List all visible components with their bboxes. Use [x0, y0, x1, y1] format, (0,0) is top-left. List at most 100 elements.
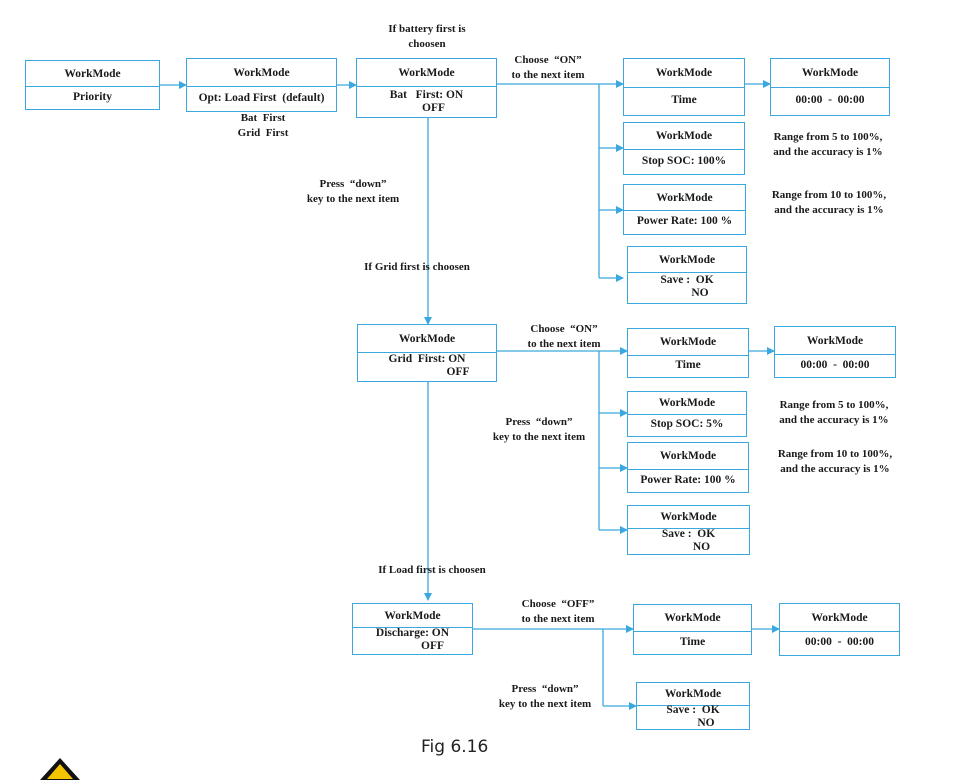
time-box-2: WorkMode Time	[627, 328, 749, 378]
box-line: NO	[691, 287, 709, 299]
label-line: and the accuracy is 1%	[773, 146, 883, 158]
box-line: Time	[671, 94, 697, 106]
box-title: WorkMode	[628, 247, 746, 273]
discharge-box: WorkMode Discharge: ON OFF	[352, 603, 473, 655]
bat-first-box: WorkMode Bat First: ON OFF	[356, 58, 497, 118]
box-title: WorkMode	[358, 325, 496, 353]
box-title: WorkMode	[628, 506, 749, 529]
grid-first-box: WorkMode Grid First: ON OFF	[357, 324, 497, 382]
box-line: Time	[675, 359, 701, 371]
box-line: Opt: Load First (default)	[198, 91, 325, 104]
box-line: Save : OK	[660, 274, 714, 286]
press-down-label-2: Press “down” key to the next item	[482, 415, 596, 445]
label-line: Range from 10 to 100%,	[771, 189, 887, 201]
if-load-label: If Load first is choosen	[366, 563, 498, 578]
label-line: Bat First	[240, 112, 286, 124]
label-line: Choose “OFF”	[521, 598, 595, 610]
label-line: If Load first is choosen	[378, 564, 486, 576]
box-title: WorkMode	[634, 605, 751, 632]
box-line: 00:00 - 00:00	[800, 358, 870, 371]
choose-on-label-2: Choose “ON” to the next item	[516, 322, 612, 352]
if-battery-label: If battery first is choosen	[372, 22, 482, 52]
box-title: WorkMode	[628, 443, 748, 470]
save-box-1: WorkMode Save : OK NO	[627, 246, 747, 304]
label-line: to the next item	[527, 338, 601, 350]
time-range-box-3: WorkMode 00:00 - 00:00	[779, 603, 900, 656]
label-line: key to the next item	[492, 431, 586, 443]
box-line: 00:00 - 00:00	[805, 636, 874, 648]
box-title: WorkMode	[780, 604, 899, 632]
label-line: Press “down”	[505, 416, 573, 428]
figure-caption: Fig 6.16	[421, 737, 489, 757]
box-title: WorkMode	[353, 604, 472, 628]
press-down-label-1: Press “down” key to the next item	[296, 177, 410, 207]
box-line: Discharge: ON	[375, 627, 450, 639]
option-box: WorkMode Opt: Load First (default)	[186, 58, 337, 112]
label-line: key to the next item	[306, 193, 400, 205]
box-line: 00:00 - 00:00	[795, 94, 865, 106]
box-title: WorkMode	[624, 123, 744, 150]
time-box-1: WorkMode Time	[623, 58, 745, 116]
label-line: Choose “ON”	[530, 323, 598, 335]
if-grid-label: If Grid first is choosen	[352, 260, 482, 275]
choose-on-label-1: Choose “ON” to the next item	[502, 53, 594, 83]
box-line: Stop SOC: 5%	[650, 418, 724, 430]
label-line: and the accuracy is 1%	[779, 414, 889, 426]
box-line: Stop SOC: 100%	[641, 154, 727, 167]
box-title: WorkMode	[357, 59, 496, 87]
label-line: key to the next item	[498, 698, 592, 710]
box-line: Power Rate: 100 %	[640, 473, 736, 486]
time-range-box-2: WorkMode 00:00 - 00:00	[774, 326, 896, 378]
label-line: If battery first is	[388, 23, 466, 35]
box-title: WorkMode	[624, 59, 744, 88]
save-box-2: WorkMode Save : OK NO	[627, 505, 750, 555]
range-soc-note-1: Range from 5 to 100%, and the accuracy i…	[760, 130, 896, 160]
time-range-box-1: WorkMode 00:00 - 00:00	[770, 58, 890, 116]
box-title: WorkMode	[624, 185, 745, 211]
box-line: OFF	[422, 101, 445, 114]
label-line: Grid First	[237, 127, 289, 139]
box-title: WorkMode	[775, 327, 895, 355]
press-down-label-3: Press “down” key to the next item	[488, 682, 602, 712]
label-line: to the next item	[521, 613, 595, 625]
box-line: Save : OK	[666, 703, 720, 716]
box-line: OFF	[421, 640, 444, 652]
label-line: If Grid first is choosen	[364, 261, 470, 273]
box-line: Grid First: ON	[388, 353, 466, 365]
power-rate-box-2: WorkMode Power Rate: 100 %	[627, 442, 749, 493]
box-title: WorkMode	[771, 59, 889, 88]
label-line: to the next item	[511, 69, 585, 81]
box-line: Power Rate: 100 %	[636, 215, 733, 227]
label-line: and the accuracy is 1%	[774, 204, 884, 216]
box-title: WorkMode	[628, 392, 746, 415]
range-power-note-2: Range from 10 to 100%, and the accuracy …	[766, 447, 904, 477]
label-line: Range from 5 to 100%,	[779, 399, 889, 411]
power-rate-box-1: WorkMode Power Rate: 100 %	[623, 184, 746, 235]
label-line: Range from 10 to 100%,	[777, 448, 893, 460]
box-title: WorkMode	[637, 683, 749, 706]
range-soc-note-2: Range from 5 to 100%, and the accuracy i…	[766, 398, 902, 428]
box-title: WorkMode	[628, 329, 748, 356]
box-line: Bat First: ON	[389, 88, 464, 101]
label-line: Press “down”	[319, 178, 387, 190]
box-line: Priority	[73, 90, 112, 103]
box-title: WorkMode	[187, 59, 336, 87]
box-line: NO	[692, 540, 711, 553]
time-box-3: WorkMode Time	[633, 604, 752, 655]
box-line: Time	[679, 635, 706, 648]
label-line: and the accuracy is 1%	[780, 463, 890, 475]
stop-soc-box-2: WorkMode Stop SOC: 5%	[627, 391, 747, 437]
priority-box: WorkMode Priority	[25, 60, 160, 110]
box-line: OFF	[446, 366, 470, 378]
box-line: Save : OK	[661, 527, 716, 540]
label-line: Range from 5 to 100%,	[773, 131, 883, 143]
range-power-note-1: Range from 10 to 100%, and the accuracy …	[760, 188, 898, 218]
box-title: WorkMode	[26, 61, 159, 87]
warning-icon	[40, 758, 80, 780]
label-line: Press “down”	[511, 683, 579, 695]
option-extra-label: Bat First Grid First	[232, 111, 294, 141]
stop-soc-box-1: WorkMode Stop SOC: 100%	[623, 122, 745, 175]
label-line: choosen	[408, 38, 446, 50]
